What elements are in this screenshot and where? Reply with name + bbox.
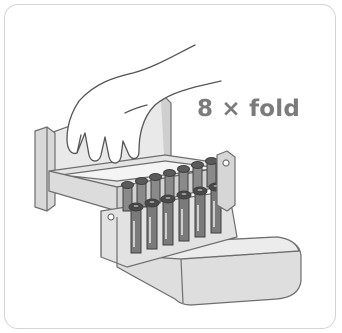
- rack-illustration: [5, 5, 336, 329]
- side-arm: [217, 151, 235, 211]
- illustration-card: 8 × fold: [4, 4, 336, 329]
- fold-count-label: 8 × fold: [197, 96, 300, 122]
